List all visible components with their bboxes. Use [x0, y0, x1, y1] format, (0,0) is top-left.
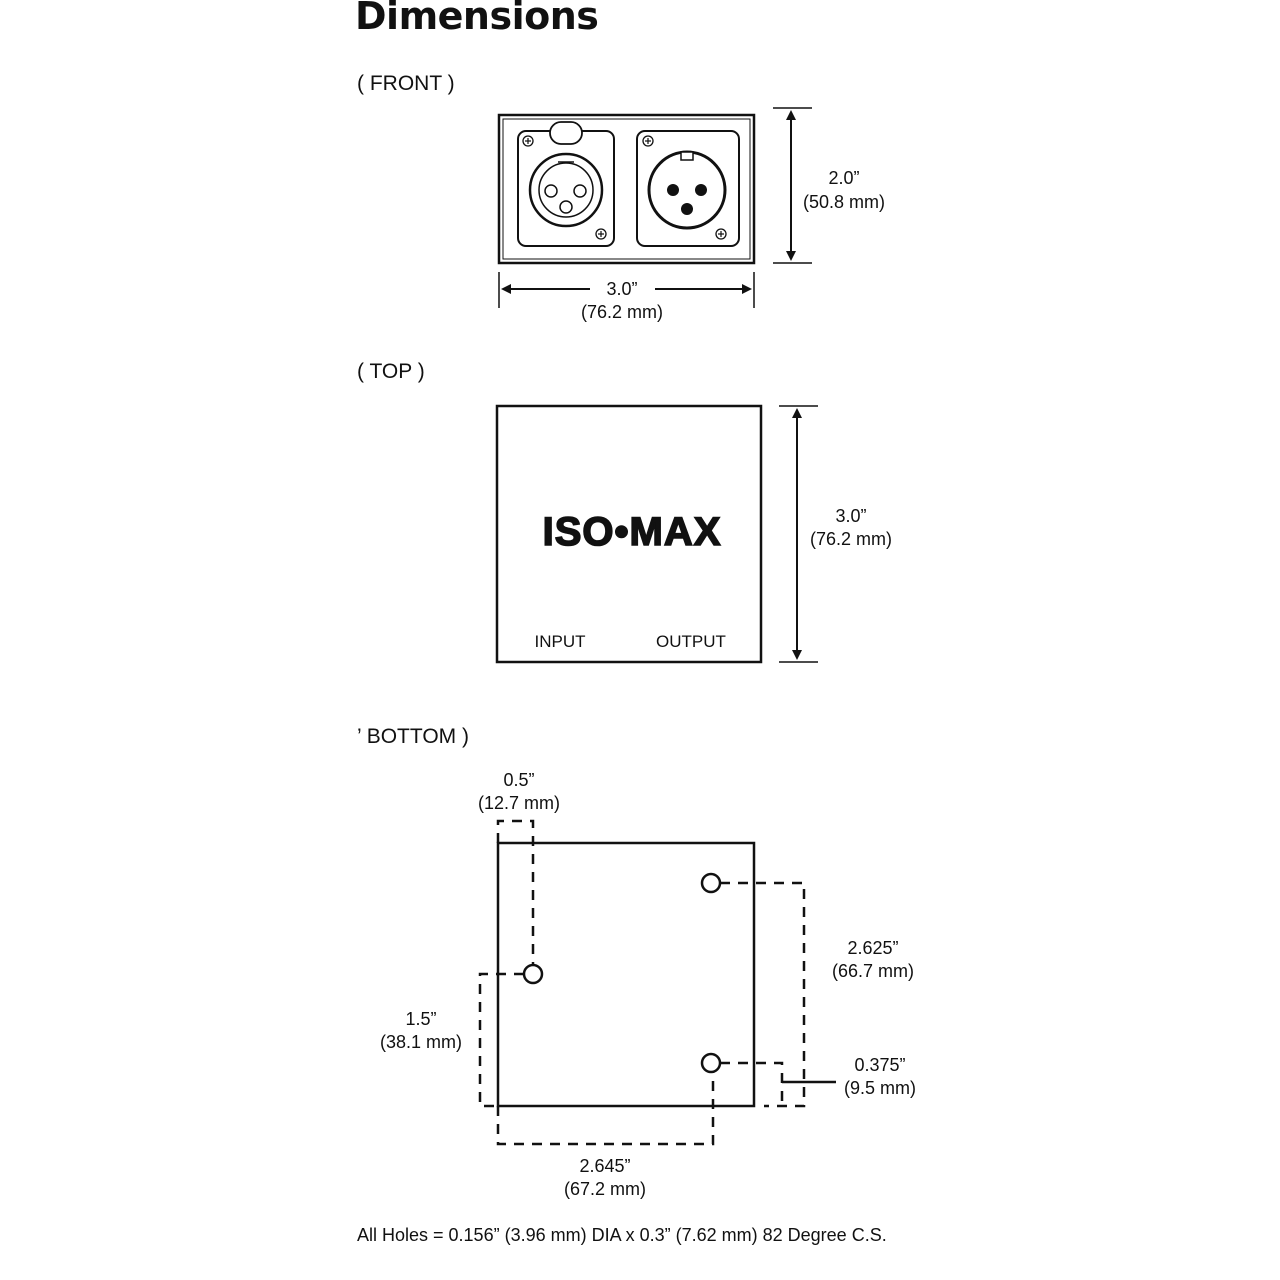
hole-y-offset-inches: 1.5”: [405, 1009, 436, 1029]
top-view: ISO•MAX INPUT OUTPUT 3.0” (76.2 mm): [495, 404, 892, 664]
mounting-hole-top-right: [700, 872, 722, 894]
bottom-view: 0.5” (12.7 mm) 1.5” (38.1 mm) 2.625” (66…: [380, 770, 916, 1199]
top-depth-inches: 3.0”: [835, 506, 866, 526]
hole-spacing-horizontal-mm: (67.2 mm): [564, 1179, 646, 1199]
top-view-label: ( TOP ): [357, 360, 425, 383]
xlr-male-connector: [636, 130, 740, 247]
xlr-female-connector: [517, 121, 615, 247]
output-label: OUTPUT: [656, 632, 726, 651]
front-width-inches: 3.0”: [606, 279, 637, 299]
hole-edge-offset-inches: 0.375”: [854, 1055, 905, 1075]
front-panel-outline: [497, 113, 756, 265]
mounting-hole-bottom-right: [700, 1052, 722, 1074]
hole-spacing-vertical-mm: (66.7 mm): [832, 961, 914, 981]
mounting-hole-left: [522, 963, 544, 985]
holes-footnote: All Holes = 0.156” (3.96 mm) DIA x 0.3” …: [357, 1225, 887, 1245]
hole-spacing-horizontal-inches: 2.645”: [579, 1156, 630, 1176]
hole-y-offset-mm: (38.1 mm): [380, 1032, 462, 1052]
front-height-mm: (50.8 mm): [803, 192, 885, 212]
top-panel-outline: [495, 404, 763, 664]
hole-spacing-vertical-inches: 2.625”: [847, 938, 898, 958]
front-view: 2.0” (50.8 mm) 3.0” (76.2 mm): [497, 107, 885, 322]
brand-logo: ISO•MAX: [543, 510, 722, 554]
front-panel-inner-outline: [502, 118, 751, 260]
hole-x-offset-inches: 0.5”: [503, 770, 534, 790]
hole-x-offset-mm: (12.7 mm): [478, 793, 560, 813]
front-view-label: ( FRONT ): [357, 72, 455, 95]
page-title: Dimensions: [355, 0, 599, 38]
bottom-panel-outline: [496, 841, 756, 1108]
front-height-inches: 2.0”: [828, 168, 859, 188]
front-width-mm: (76.2 mm): [581, 302, 663, 322]
hole-edge-offset-mm: (9.5 mm): [844, 1078, 916, 1098]
top-depth-mm: (76.2 mm): [810, 529, 892, 549]
input-label: INPUT: [535, 632, 586, 651]
bottom-view-label: ’ BOTTOM ): [357, 725, 469, 748]
